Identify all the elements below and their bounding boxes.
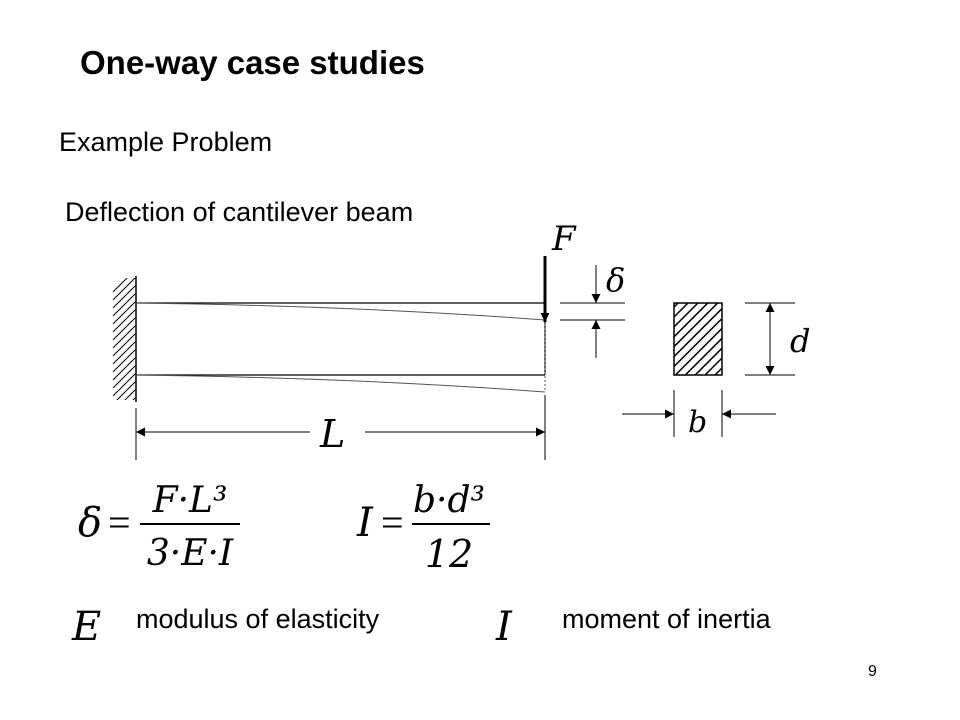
slide-title: One-way case studies (80, 44, 425, 81)
page-number: 9 (868, 663, 877, 680)
width-label: b (688, 405, 707, 440)
deflection-label: δ (606, 261, 625, 299)
inertia-equation-equals: = (381, 500, 404, 545)
cross-section (673, 302, 723, 376)
subtitle: Example Problem (59, 127, 273, 157)
elasticity-symbol: E (71, 604, 101, 650)
force-label: F (551, 219, 577, 259)
deflection-dimension (560, 265, 625, 358)
deflection-equation-lhs: δ (78, 500, 102, 546)
length-dimension (135, 395, 546, 460)
deflection-equation: δ = F·L³ 3·E·I (78, 480, 240, 574)
length-label: L (319, 412, 345, 456)
deflection-equation-denominator: 3·E·I (147, 533, 234, 574)
inertia-equation-lhs: I (356, 500, 374, 546)
elasticity-definition: modulus of elasticity (136, 604, 380, 634)
inertia-equation: I = b·d³ 12 (356, 480, 490, 576)
diagram-title: Deflection of cantilever beam (65, 197, 414, 227)
deflection-equation-numerator: F·L³ (152, 480, 228, 521)
depth-label: d (790, 322, 810, 360)
inertia-symbol: I (495, 604, 513, 650)
deflection-equation-equals: = (108, 500, 131, 545)
beam-deflected (135, 302, 546, 393)
fixed-support (112, 276, 137, 402)
beam-undeformed (136, 302, 546, 376)
inertia-equation-denominator: 12 (425, 532, 473, 576)
inertia-definition: moment of inertia (562, 604, 771, 634)
depth-dimension (745, 302, 795, 376)
inertia-equation-numerator: b·d³ (413, 480, 485, 521)
width-dimension (622, 390, 776, 437)
